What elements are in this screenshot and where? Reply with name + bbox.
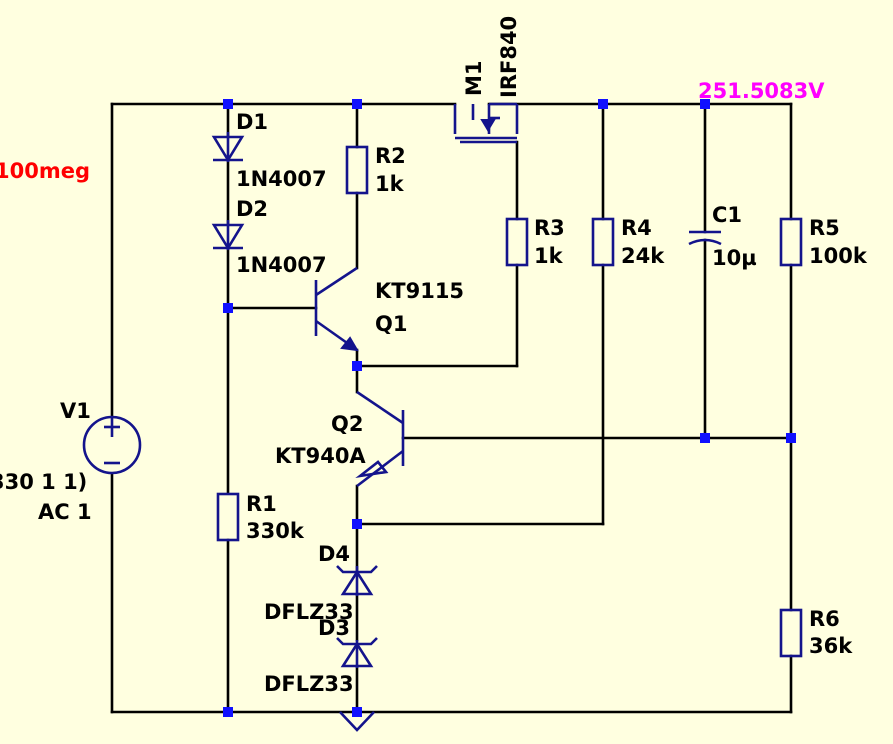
q1-ref-label: Q1 (375, 312, 407, 336)
node-voltage-label: 251.5083V (698, 79, 825, 103)
mosfet-m1[interactable] (453, 102, 519, 144)
d3-value-label: DFLZ33 (264, 672, 354, 696)
d4-value-label: DFLZ33 (264, 600, 354, 624)
transistor-q1[interactable] (314, 266, 359, 352)
m1-value-label: IRF840 (497, 16, 521, 98)
capacitor-c1[interactable] (688, 230, 722, 246)
v1-ref-label: V1 (60, 399, 91, 423)
r3-value-label: 1k (534, 244, 564, 268)
q2-value-label: KT940A (275, 444, 366, 468)
c1-ref-label: C1 (712, 203, 742, 227)
q1-value-label: KT9115 (375, 279, 464, 303)
junction (223, 99, 233, 109)
r1-value-label: 330k (246, 519, 305, 543)
r5-ref-label: R5 (809, 216, 840, 240)
r4-value-label: 24k (621, 244, 665, 268)
r3-ref-label: R3 (534, 216, 565, 240)
zener-d4[interactable] (336, 565, 378, 596)
junction (700, 99, 710, 109)
junction (352, 99, 362, 109)
zener-d3[interactable] (336, 637, 378, 668)
junction (598, 99, 608, 109)
c1-value-label: 10µ (712, 246, 757, 270)
r6-ref-label: R6 (809, 607, 840, 631)
v1-param-label: 100meg (0, 159, 90, 183)
d3-ref-label: D3 (318, 616, 350, 640)
d2-ref-label: D2 (236, 197, 268, 221)
r6-value-label: 36k (809, 634, 853, 658)
transistor-q2[interactable] (355, 390, 405, 488)
junction (786, 433, 796, 443)
r5-value-label: 100k (809, 244, 868, 268)
d2-value-label: 1N4007 (236, 253, 327, 277)
m1-ref-label: M1 (462, 60, 486, 96)
r2-value-label: 1k (375, 172, 405, 196)
junction (223, 707, 233, 717)
r2-ref-label: R2 (375, 144, 406, 168)
wires (110, 102, 793, 714)
v1-function-label: 330 1 1) (0, 470, 87, 494)
q2-ref-label: Q2 (331, 412, 363, 436)
d4-ref-label: D4 (318, 542, 350, 566)
r4-ref-label: R4 (621, 216, 652, 240)
junctions (223, 99, 796, 717)
junction (352, 361, 362, 371)
diode-d1[interactable] (211, 132, 245, 163)
resistor-r3[interactable] (505, 217, 529, 267)
labels: M1 IRF840 251.5083V 100meg D1 1N4007 D2 … (0, 16, 868, 696)
resistor-r5[interactable] (779, 217, 803, 267)
d1-ref-label: D1 (236, 110, 268, 134)
resistor-r4[interactable] (591, 217, 615, 267)
resistor-r1[interactable] (216, 492, 240, 542)
ground-icon (339, 711, 375, 732)
d1-value-label: 1N4007 (236, 167, 327, 191)
resistor-r2[interactable] (345, 145, 369, 195)
junction (700, 433, 710, 443)
voltage-source-v1[interactable] (82, 415, 142, 475)
diode-d2[interactable] (211, 220, 245, 251)
junction (352, 519, 362, 529)
v1-ac-label: AC 1 (38, 500, 92, 524)
junction (352, 707, 362, 717)
resistor-r6[interactable] (779, 608, 803, 658)
junction (223, 303, 233, 313)
r1-ref-label: R1 (246, 492, 277, 516)
